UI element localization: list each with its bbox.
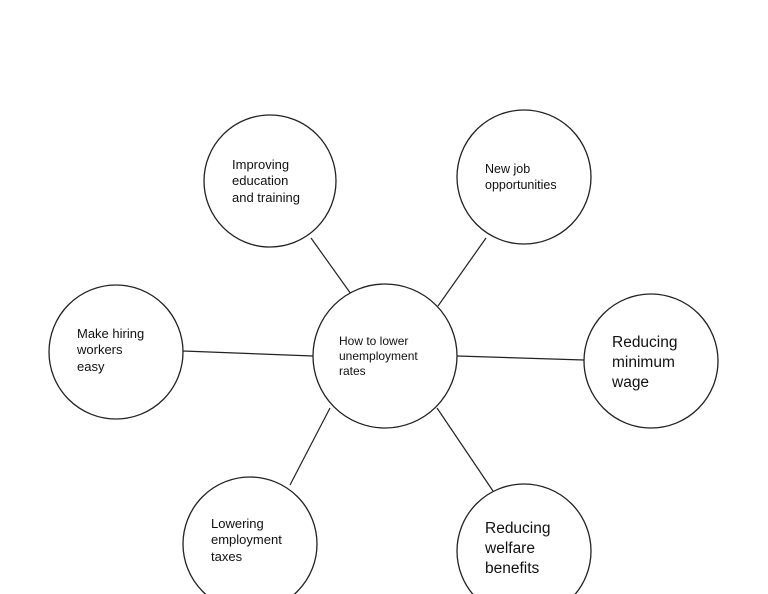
edge-education xyxy=(310,237,352,295)
center-label: How to lower unemployment rates xyxy=(339,334,418,378)
node-circle-jobs xyxy=(456,109,592,245)
node-circle-wage xyxy=(583,293,719,429)
node-circle-education xyxy=(203,114,337,248)
edge-taxes xyxy=(289,407,331,486)
edge-welfare xyxy=(436,407,494,492)
node-circle-welfare xyxy=(456,483,592,594)
edge-hiring xyxy=(182,350,314,357)
edge-jobs xyxy=(437,237,487,307)
node-label-welfare: Reducing welfare benefits xyxy=(485,520,551,578)
edge-wage xyxy=(456,355,585,361)
node-circle-center xyxy=(312,283,458,429)
node-label-hiring: Make hiring workers easy xyxy=(77,326,145,374)
node-circle-hiring xyxy=(48,284,184,420)
node-label-taxes: Lowering employment taxes xyxy=(211,516,282,564)
node-circle-taxes xyxy=(182,476,318,594)
node-label-wage: Reducing minimum wage xyxy=(612,334,678,392)
node-label-jobs: New job opportunities xyxy=(485,162,557,192)
node-label-education: Improving education and training xyxy=(232,157,300,205)
